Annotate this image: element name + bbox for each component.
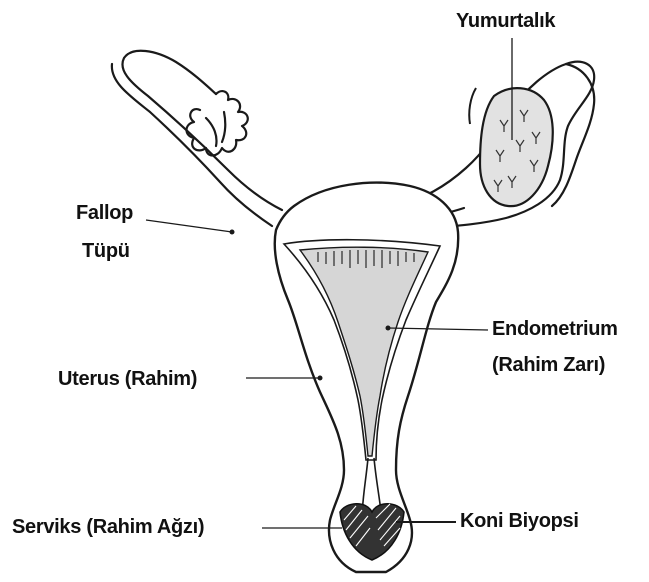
left-fallopian-tube: [112, 51, 282, 226]
endometrium-leader-dot: [386, 326, 391, 331]
fallopian-tube-leader: [146, 220, 232, 232]
ovary: [469, 88, 553, 206]
cervix-label: Serviks (Rahim Ağzı): [12, 514, 204, 540]
cone-biopsy-label: Koni Biyopsi: [460, 508, 579, 534]
ovary-label: Yumurtalık: [456, 8, 555, 34]
fallopian-tube-label-line1: Fallop: [76, 200, 133, 226]
endometrium-label-line1: Endometrium: [492, 316, 618, 342]
fallopian-tube-label-line2: Tüpü: [82, 238, 130, 264]
uterus-label: Uterus (Rahim): [58, 366, 197, 392]
uterus-leader-dot: [318, 376, 323, 381]
endometrium-label-line2: (Rahim Zarı): [492, 352, 605, 378]
fallopian-tube-leader-dot: [230, 230, 235, 235]
